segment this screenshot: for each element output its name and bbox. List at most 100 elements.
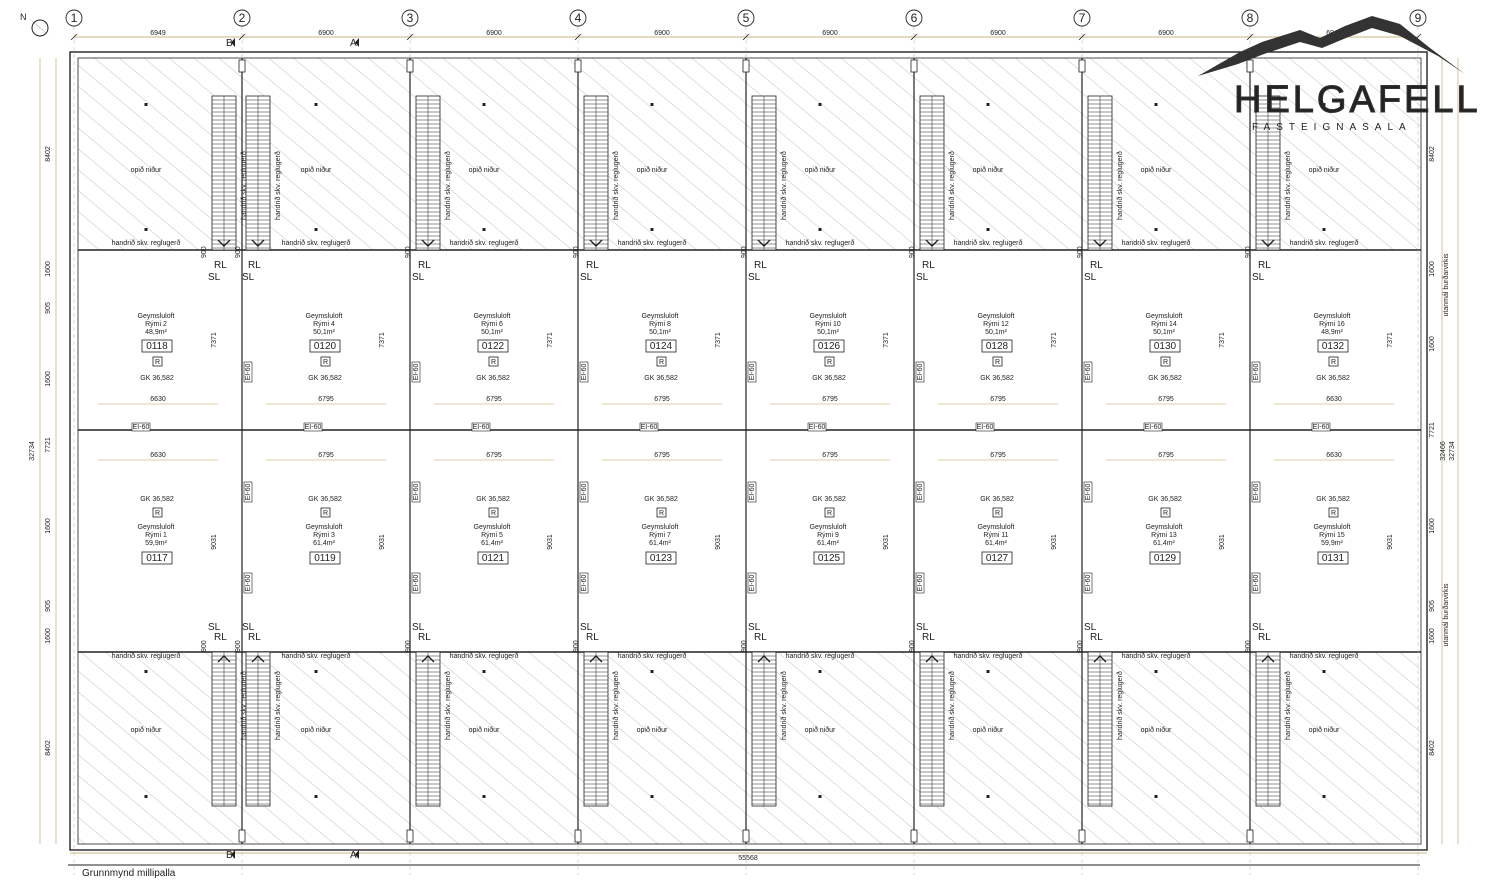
stair-label-sl: SL	[1084, 272, 1097, 283]
unit-id-box	[813, 551, 845, 565]
top-dimension-value: 6900	[654, 30, 670, 37]
inner-depth-bottom: 9031	[547, 534, 554, 550]
fire-rating-label: EI-60	[413, 484, 420, 501]
unit-room: Rými 14	[1151, 321, 1177, 328]
logo-tagline: FASTEIGNASALA	[1252, 122, 1412, 133]
inner-depth-bottom: 9031	[1051, 534, 1058, 550]
left-dimension-value: 1600	[45, 518, 52, 534]
stair-label-rl: RL	[1258, 632, 1271, 643]
fire-rating-label: EI-60	[581, 364, 588, 381]
point-marker	[1322, 670, 1326, 673]
unit-room: Rými 15	[1319, 532, 1345, 539]
grid-axis-label: 3	[407, 11, 414, 25]
section-marker: A	[350, 38, 357, 49]
dimension-tick	[238, 33, 246, 41]
unit-id-box	[309, 339, 341, 353]
rail-label-vertical: handrið skv. reglugerð	[1284, 151, 1292, 220]
fire-rating-label: EI-60	[917, 364, 924, 381]
fire-rating-box	[915, 481, 925, 503]
inner-depth-top: 7371	[1051, 332, 1058, 348]
rail-label: handrið skv. reglugerð	[450, 239, 519, 247]
top-dimension-value: 6900	[318, 30, 334, 37]
open-area-label: opið niður	[805, 726, 836, 734]
fire-rating-label: EI-60	[1253, 484, 1260, 501]
fire-rating-box	[915, 361, 925, 383]
left-dimension-value: 8402	[45, 740, 52, 756]
unit-id: 0118	[146, 341, 168, 352]
gk-label: GK 36,582	[308, 375, 342, 382]
stair-label-sl: SL	[916, 272, 929, 283]
inner-width-top: 6795	[654, 396, 670, 403]
unit-room: Rými 5	[481, 532, 503, 539]
r-label: R	[1163, 359, 1168, 366]
unit-id: 0125	[818, 553, 841, 564]
unit-id-box	[1317, 551, 1349, 565]
stair-arrow-icon	[757, 239, 771, 247]
fire-rating-label: EI-60	[1085, 364, 1092, 381]
stair-label-rl: RL	[754, 260, 767, 271]
stair-arrow-icon	[1093, 239, 1107, 247]
fire-rating-label: EI-60	[917, 484, 924, 501]
point-marker	[144, 103, 148, 106]
grid-axis-label: 7	[1079, 11, 1086, 25]
rail-label-vertical: handrið skv. reglugerð	[274, 151, 282, 220]
unit-description: Geymsluloft	[1146, 524, 1183, 531]
section-arrow-icon	[355, 38, 359, 47]
point-marker	[1154, 795, 1158, 798]
unit-area: 59,9m²	[145, 540, 167, 547]
right-dimension-value: 1600	[1429, 628, 1436, 644]
open-area-label: opið niður	[973, 726, 1004, 734]
fire-rating-box	[747, 481, 757, 503]
gk-label: GK 36,582	[476, 496, 510, 503]
inner-width-bottom: 6795	[318, 452, 334, 459]
stair-label-rl: RL	[586, 260, 599, 271]
grid-axis-label: 8	[1247, 11, 1254, 25]
stair-label-sl: SL	[242, 272, 255, 283]
r-box	[1328, 507, 1339, 518]
point-marker	[144, 795, 148, 798]
r-box	[488, 356, 499, 367]
column	[742, 829, 750, 843]
open-area-label: opið niður	[1141, 166, 1172, 174]
section-marker: A	[350, 850, 357, 861]
column	[574, 829, 582, 843]
stair-label-sl: SL	[1084, 622, 1097, 633]
inner-depth-bottom: 9031	[883, 534, 890, 550]
grid-axis-bubble	[1073, 9, 1091, 27]
unit-id-box	[309, 551, 341, 565]
stair-width: 900	[235, 246, 242, 258]
stair-width: 900	[909, 246, 916, 258]
unit-id: 0127	[986, 553, 1009, 564]
stair-label-rl: RL	[418, 632, 431, 643]
stair-arrow-icon	[589, 655, 603, 663]
staircase	[919, 651, 945, 807]
dimension-tick	[742, 33, 750, 41]
stair-width: 900	[573, 640, 580, 652]
point-marker	[1154, 228, 1158, 231]
inner-width-top: 6630	[1326, 396, 1342, 403]
r-label: R	[155, 510, 160, 517]
unit-room: Rými 6	[481, 321, 503, 328]
unit-id: 0122	[482, 341, 505, 352]
staircase	[415, 95, 441, 251]
fire-rating-label: EI-60	[581, 484, 588, 501]
unit-id-box	[141, 551, 173, 565]
staircase	[1255, 651, 1281, 807]
fire-rating-label: EI-60	[581, 575, 588, 592]
open-area-label: opið niður	[1141, 726, 1172, 734]
grid-axis-label: 9	[1415, 11, 1422, 25]
rail-label-vertical: handrið skv. reglugerð	[1284, 671, 1292, 740]
fire-rating-label: EI-60	[133, 424, 150, 431]
unit-id: 0131	[1322, 553, 1345, 564]
rail-label: handrið skv. reglugerð	[1290, 652, 1359, 660]
unit-room: Rými 11	[983, 532, 1008, 539]
unit-id-box	[813, 339, 845, 353]
fire-rating-label: EI-60	[977, 424, 994, 431]
stair-label-rl: RL	[754, 632, 767, 643]
inner-depth-top: 7371	[1387, 332, 1394, 348]
fire-rating-box	[747, 572, 757, 594]
unit-room: Rými 1	[145, 532, 167, 539]
open-area-label: opið niður	[131, 166, 162, 174]
staircase	[245, 95, 271, 251]
right-note: utanmál burðarvirkis	[1442, 583, 1450, 647]
